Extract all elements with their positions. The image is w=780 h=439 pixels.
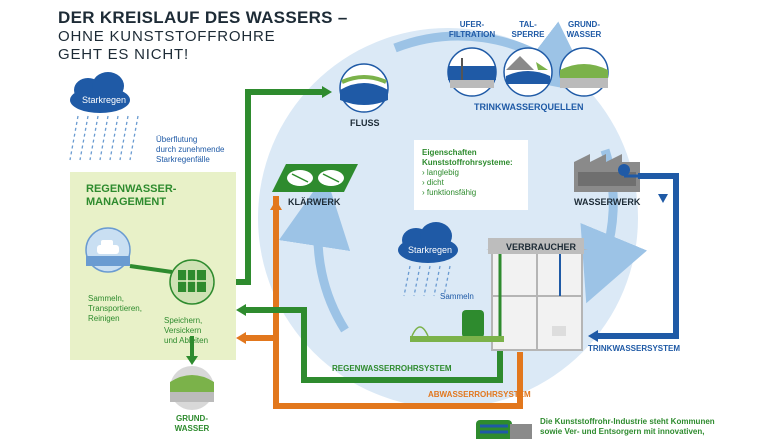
treatment-plant-label: KLÄRWERK — [288, 197, 341, 207]
rainwater-management-title: REGENWASSER- MANAGEMENT — [86, 183, 176, 209]
arrow-head-drinking — [588, 330, 598, 342]
property-item: › funktionsfähig — [422, 188, 477, 197]
rainwater-system-label: REGENWASSERROHRSYSTEM — [332, 364, 452, 373]
footer-text: Die Kunststoffrohr-Industrie steht Kommu… — [540, 417, 715, 437]
consumer-label: VERBRAUCHER — [506, 242, 577, 252]
step-collect-label: Sammeln, Transportieren, Reinigen — [88, 294, 142, 324]
collect-label: Sammeln — [440, 292, 474, 301]
arrow-head-groundwater — [186, 356, 198, 365]
storage-box-icon — [169, 259, 215, 305]
properties-heading-line2: Kunststoffrohrsysteme: — [422, 158, 513, 167]
waterworks-icon — [574, 154, 640, 192]
step1-line1: Sammeln, — [88, 294, 125, 303]
dam-line2: SPERRE — [511, 30, 545, 39]
wastewater-system-label: ABWASSERROHRSYSTEM — [428, 390, 531, 399]
bank-filtration-icon — [447, 47, 497, 97]
drinking-water-system-label: TRINKWASSERSYSTEM — [588, 344, 681, 353]
footer-line2: sowie Ver- und Entsorgern mit innovative… — [540, 427, 705, 436]
rainwater-pipe — [244, 307, 503, 383]
step-store-label: Speichern, Versickern und Ableiten — [164, 316, 208, 346]
footer-line1: Die Kunststoffrohr-Industrie steht Kommu… — [540, 417, 715, 426]
car-flood-icon — [85, 227, 131, 273]
green-pipe-to-river — [236, 89, 322, 285]
groundwater-source-icon — [559, 47, 609, 97]
properties-text: Eigenschaften Kunststoffrohrsysteme: › l… — [422, 148, 513, 198]
dam-line1: TAL- — [519, 20, 537, 29]
groundwater-label: GRUND- WASSER — [170, 414, 214, 434]
properties-box — [414, 140, 528, 210]
rain-icon — [69, 115, 139, 161]
treatment-plant-icon — [272, 164, 358, 192]
flood-note: Überflutung durch zunehmende Starkregenf… — [156, 135, 225, 165]
house-cloud-icon — [398, 222, 458, 263]
flood-note-line3: Starkregenfälle — [156, 155, 210, 164]
groundwater-source-line2: WASSER — [566, 30, 602, 39]
properties-heading-line1: Eigenschaften — [422, 148, 477, 157]
groundwater-line2: WASSER — [174, 424, 210, 433]
rainwater-title-line2: MANAGEMENT — [86, 196, 167, 208]
dam-label: TAL- SPERRE — [506, 20, 550, 40]
step2-line2: Versickern — [164, 326, 202, 335]
arrow-head-waste-box — [236, 332, 246, 344]
page-title: DER KREISLAUF DES WASSERS – — [58, 8, 348, 27]
arrow-head-rain-box — [236, 304, 246, 316]
waterworks-label: WASSERWERK — [574, 197, 641, 207]
arrow-head-river — [322, 86, 332, 98]
drinking-water-pipe — [596, 173, 679, 339]
arrow-down-drinking — [658, 194, 668, 203]
flood-note-line2: durch zunehmende — [156, 145, 225, 154]
river-icon — [339, 63, 389, 113]
rain-tank-icon — [410, 310, 504, 342]
bank-filtration-line2: FILTRATION — [448, 30, 496, 39]
bank-filtration-label: UFER- FILTRATION — [446, 20, 498, 40]
page-subtitle-line2: GEHT ES NICHT! — [58, 46, 189, 63]
cloud-icon — [70, 72, 130, 113]
house-icon — [486, 238, 588, 351]
cloud-label: Starkregen — [82, 95, 127, 105]
dam-icon — [503, 47, 553, 97]
drinking-water-sources-label: TRINKWASSERQUELLEN — [474, 102, 584, 112]
cycle-arrow-left — [278, 174, 351, 333]
waste-water-pipe — [273, 196, 523, 409]
pipe-segment — [129, 264, 173, 274]
groundwater-line1: GRUND- — [176, 414, 208, 423]
flood-note-line1: Überflutung — [156, 135, 198, 144]
property-item: › langlebig — [422, 168, 459, 177]
river-label: FLUSS — [350, 118, 380, 128]
groundwater-source-line1: GRUND- — [568, 20, 600, 29]
bank-filtration-line1: UFER- — [459, 20, 485, 29]
page-subtitle-line1: OHNE KUNSTSTOFFROHRE — [58, 28, 276, 45]
step1-line3: Reinigen — [88, 314, 120, 323]
step1-line2: Transportieren, — [88, 304, 142, 313]
house-cloud-label: Starkregen — [408, 245, 453, 255]
property-item: › dicht — [422, 178, 444, 187]
rainwater-title-line1: REGENWASSER- — [86, 183, 177, 195]
step2-line1: Speichern, — [164, 316, 203, 325]
house-rain-icon — [403, 265, 451, 297]
truck-icon — [476, 420, 532, 439]
groundwater-icon — [170, 366, 214, 410]
arrow-up-waste — [270, 200, 282, 210]
groundwater-source-label: GRUND- WASSER — [560, 20, 608, 40]
step2-line3: und Ableiten — [164, 336, 209, 345]
